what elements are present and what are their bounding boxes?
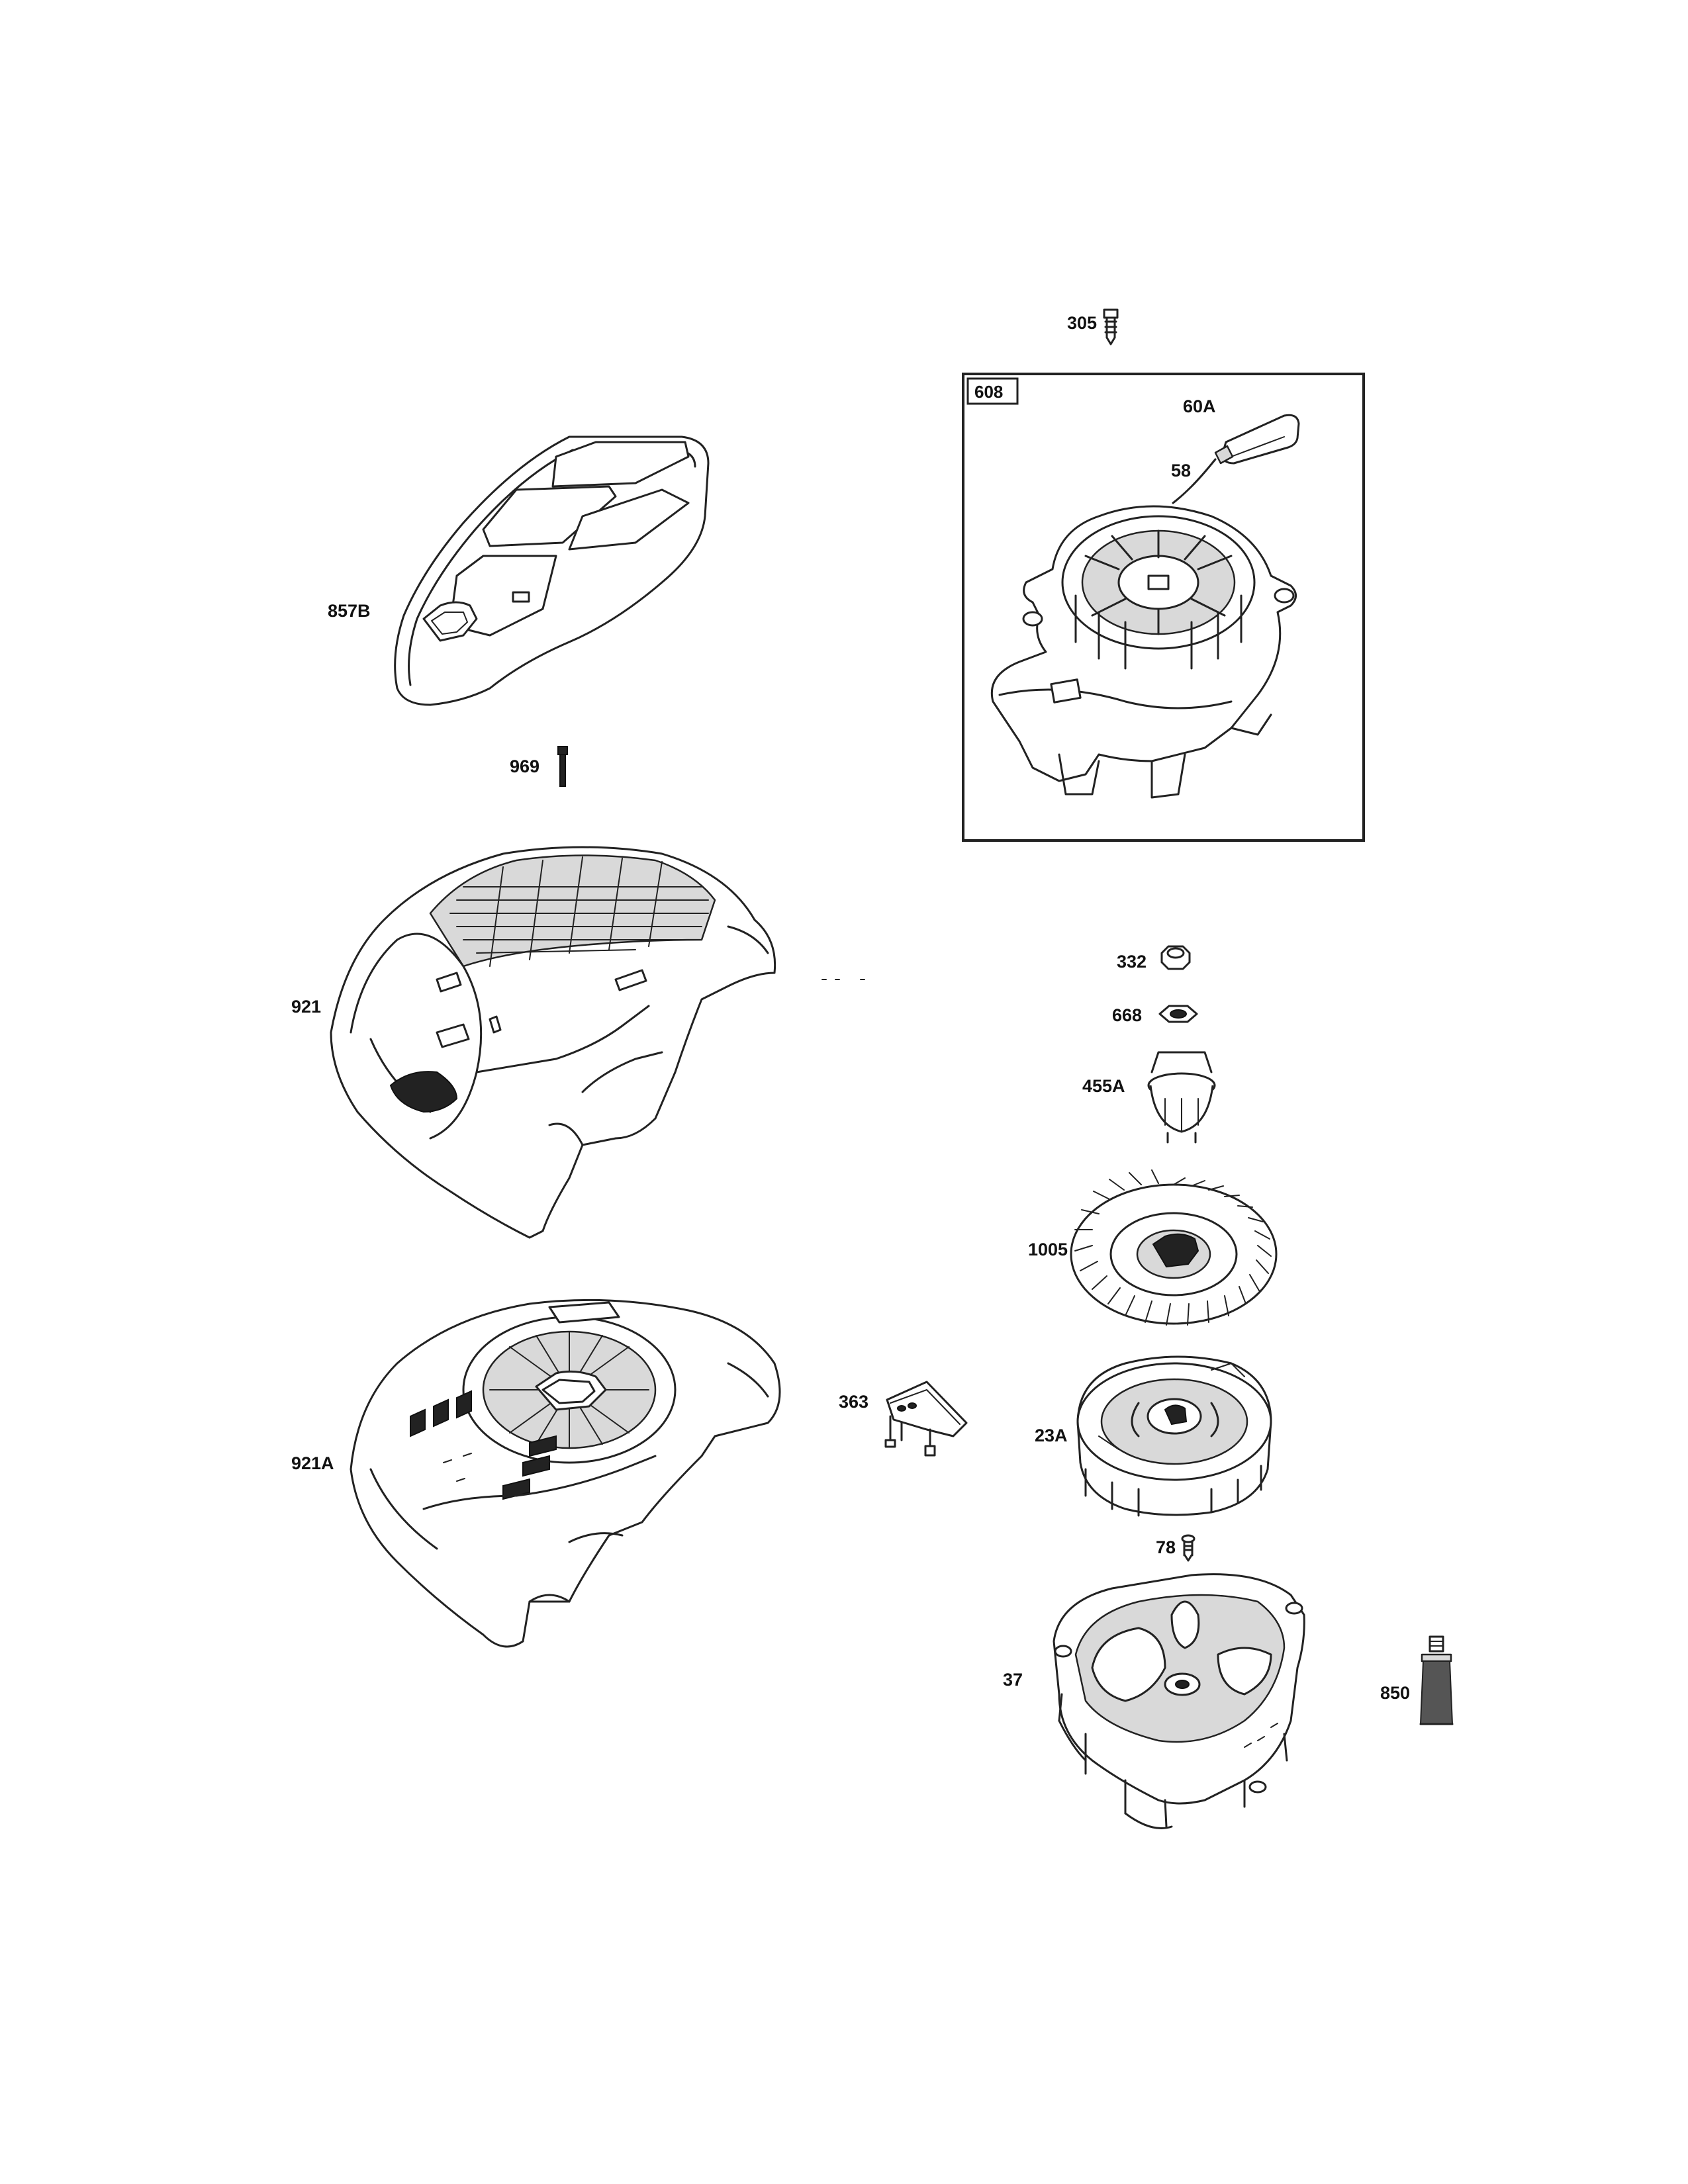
part-850-tube: 850	[1380, 1635, 1454, 1725]
part-332-nut: 332	[1117, 945, 1191, 972]
label-78: 78	[1156, 1537, 1176, 1557]
part-78-screw: 78	[1156, 1534, 1196, 1562]
label-23A: 23A	[1035, 1426, 1068, 1445]
part-921A-blower-housing: 921A	[291, 1298, 781, 1648]
label-363: 363	[839, 1392, 868, 1412]
part-455A-retainer: 455A	[1082, 1051, 1216, 1144]
tube-icon	[1419, 1635, 1454, 1725]
retainer-icon	[1147, 1051, 1216, 1144]
housing-body	[330, 846, 776, 1239]
kit-tag	[966, 377, 1019, 405]
label-921: 921	[291, 997, 321, 1017]
bolt-icon	[557, 746, 568, 787]
label-1005: 1005	[1028, 1240, 1068, 1259]
label-455A: 455A	[1082, 1076, 1125, 1096]
label-969: 969	[510, 756, 539, 776]
starter-handle-icon	[1214, 414, 1300, 465]
starter-rope	[1172, 458, 1217, 504]
rewind-starter-assembly	[990, 505, 1297, 799]
label-921A: 921A	[291, 1453, 334, 1473]
part-363-bracket: 363	[839, 1381, 968, 1457]
nut-icon	[1160, 945, 1191, 970]
kit-box-608: 608 60A 58	[962, 373, 1365, 842]
part-23A-flywheel: 23A	[1035, 1355, 1272, 1517]
part-969-bolt: 969	[510, 746, 568, 787]
part-921-blower-housing: 921	[291, 846, 776, 1239]
screw-icon	[1181, 1534, 1196, 1562]
label-37: 37	[1003, 1670, 1023, 1690]
fan-icon	[1070, 1169, 1278, 1326]
label-608: 608	[974, 382, 1003, 402]
label-58: 58	[1171, 461, 1191, 480]
part-37-housing-base: 37	[1003, 1573, 1305, 1829]
part-305-screw: 305	[1067, 308, 1119, 345]
washer-icon	[1158, 1005, 1198, 1023]
part-668-washer: 668	[1112, 1005, 1198, 1025]
flywheel-icon	[1076, 1355, 1272, 1517]
label-857B: 857B	[328, 601, 371, 621]
label-668: 668	[1112, 1005, 1142, 1025]
label-60A: 60A	[1183, 396, 1216, 416]
bracket-icon	[884, 1381, 968, 1457]
part-857B-cover: 857B	[328, 435, 710, 706]
label-305: 305	[1067, 313, 1097, 333]
screw-icon	[1103, 308, 1119, 345]
housing-base-icon	[1053, 1573, 1305, 1829]
kit-border	[962, 373, 1365, 842]
label-332: 332	[1117, 952, 1147, 972]
part-1005-fan: 1005	[1028, 1169, 1278, 1326]
label-850: 850	[1380, 1683, 1410, 1703]
